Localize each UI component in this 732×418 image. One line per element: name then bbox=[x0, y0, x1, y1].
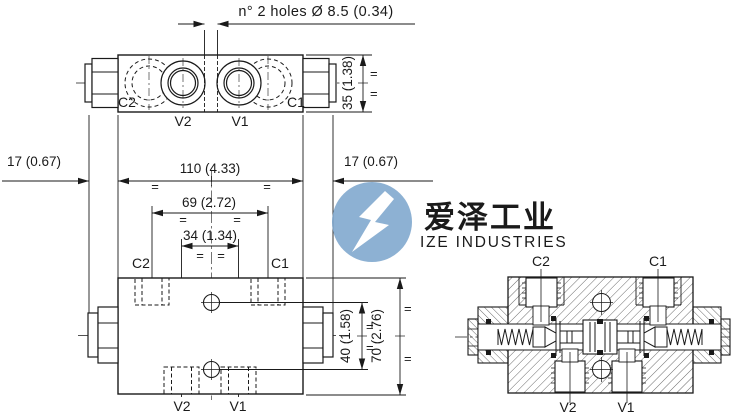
section-label-c2: C2 bbox=[532, 253, 550, 269]
watermark: 爱泽工业 IZE INDUSTRIES bbox=[332, 182, 568, 262]
topview-label-v1: V1 bbox=[231, 113, 248, 129]
topview-label-c2: C2 bbox=[118, 94, 136, 110]
eq-110-b: = bbox=[263, 179, 271, 194]
dim-40-70: 40 (1.58) 70 (2.76) = = = = bbox=[220, 277, 412, 396]
dim-35: 35 (1.38) = = bbox=[306, 54, 378, 113]
dim-holes-note: n° 2 holes Ø 8.5 (0.34) bbox=[178, 4, 415, 55]
eq-35-a: = bbox=[370, 66, 378, 81]
eq-40-a: = bbox=[366, 319, 374, 334]
holes-note-text: n° 2 holes Ø 8.5 (0.34) bbox=[238, 4, 393, 20]
section-label-v1: V1 bbox=[617, 399, 634, 415]
dim-17r-text: 17 (0.67) bbox=[344, 154, 398, 169]
frontview-label-v1: V1 bbox=[229, 398, 246, 414]
top-view: C2 C1 V2 V1 bbox=[76, 54, 342, 129]
frontview-label-c1: C1 bbox=[271, 255, 289, 271]
frontview-label-v2: V2 bbox=[173, 398, 190, 414]
eq-40-b: = bbox=[366, 340, 374, 355]
dim-40-text: 40 (1.58) bbox=[338, 309, 353, 363]
eq-69-b: = bbox=[233, 212, 241, 227]
dim-34-text: 34 (1.34) bbox=[183, 228, 237, 243]
topview-label-c1: C1 bbox=[287, 94, 305, 110]
dim-35-text: 35 (1.38) bbox=[340, 56, 355, 110]
eq-34-b: = bbox=[217, 248, 225, 263]
mounting-holes bbox=[201, 292, 222, 380]
section-view: C2 C1 V2 V1 bbox=[455, 253, 731, 415]
frontview-label-c2: C2 bbox=[132, 255, 150, 271]
eq-69-a: = bbox=[179, 212, 187, 227]
watermark-cn: 爱泽工业 bbox=[424, 200, 556, 235]
section-label-c1: C1 bbox=[649, 253, 667, 269]
front-view: C2 C1 V2 V1 bbox=[78, 255, 348, 414]
dim-110-text: 110 (4.33) bbox=[180, 161, 241, 176]
eq-70-b: = bbox=[404, 351, 412, 366]
ize-logo-bolt bbox=[352, 191, 394, 252]
dim-70-text: 70 (2.76) bbox=[369, 309, 384, 363]
dim-17l-text: 17 (0.67) bbox=[7, 154, 61, 169]
section-label-v2: V2 bbox=[559, 399, 576, 415]
seal-rings bbox=[486, 316, 714, 358]
eq-35-b: = bbox=[370, 86, 378, 101]
topview-label-v2: V2 bbox=[174, 113, 191, 129]
watermark-en: IZE INDUSTRIES bbox=[420, 234, 568, 251]
eq-34-a: = bbox=[196, 248, 204, 263]
eq-110-a: = bbox=[151, 179, 159, 194]
eq-70-a: = bbox=[404, 301, 412, 316]
dim-69-text: 69 (2.72) bbox=[182, 195, 236, 210]
